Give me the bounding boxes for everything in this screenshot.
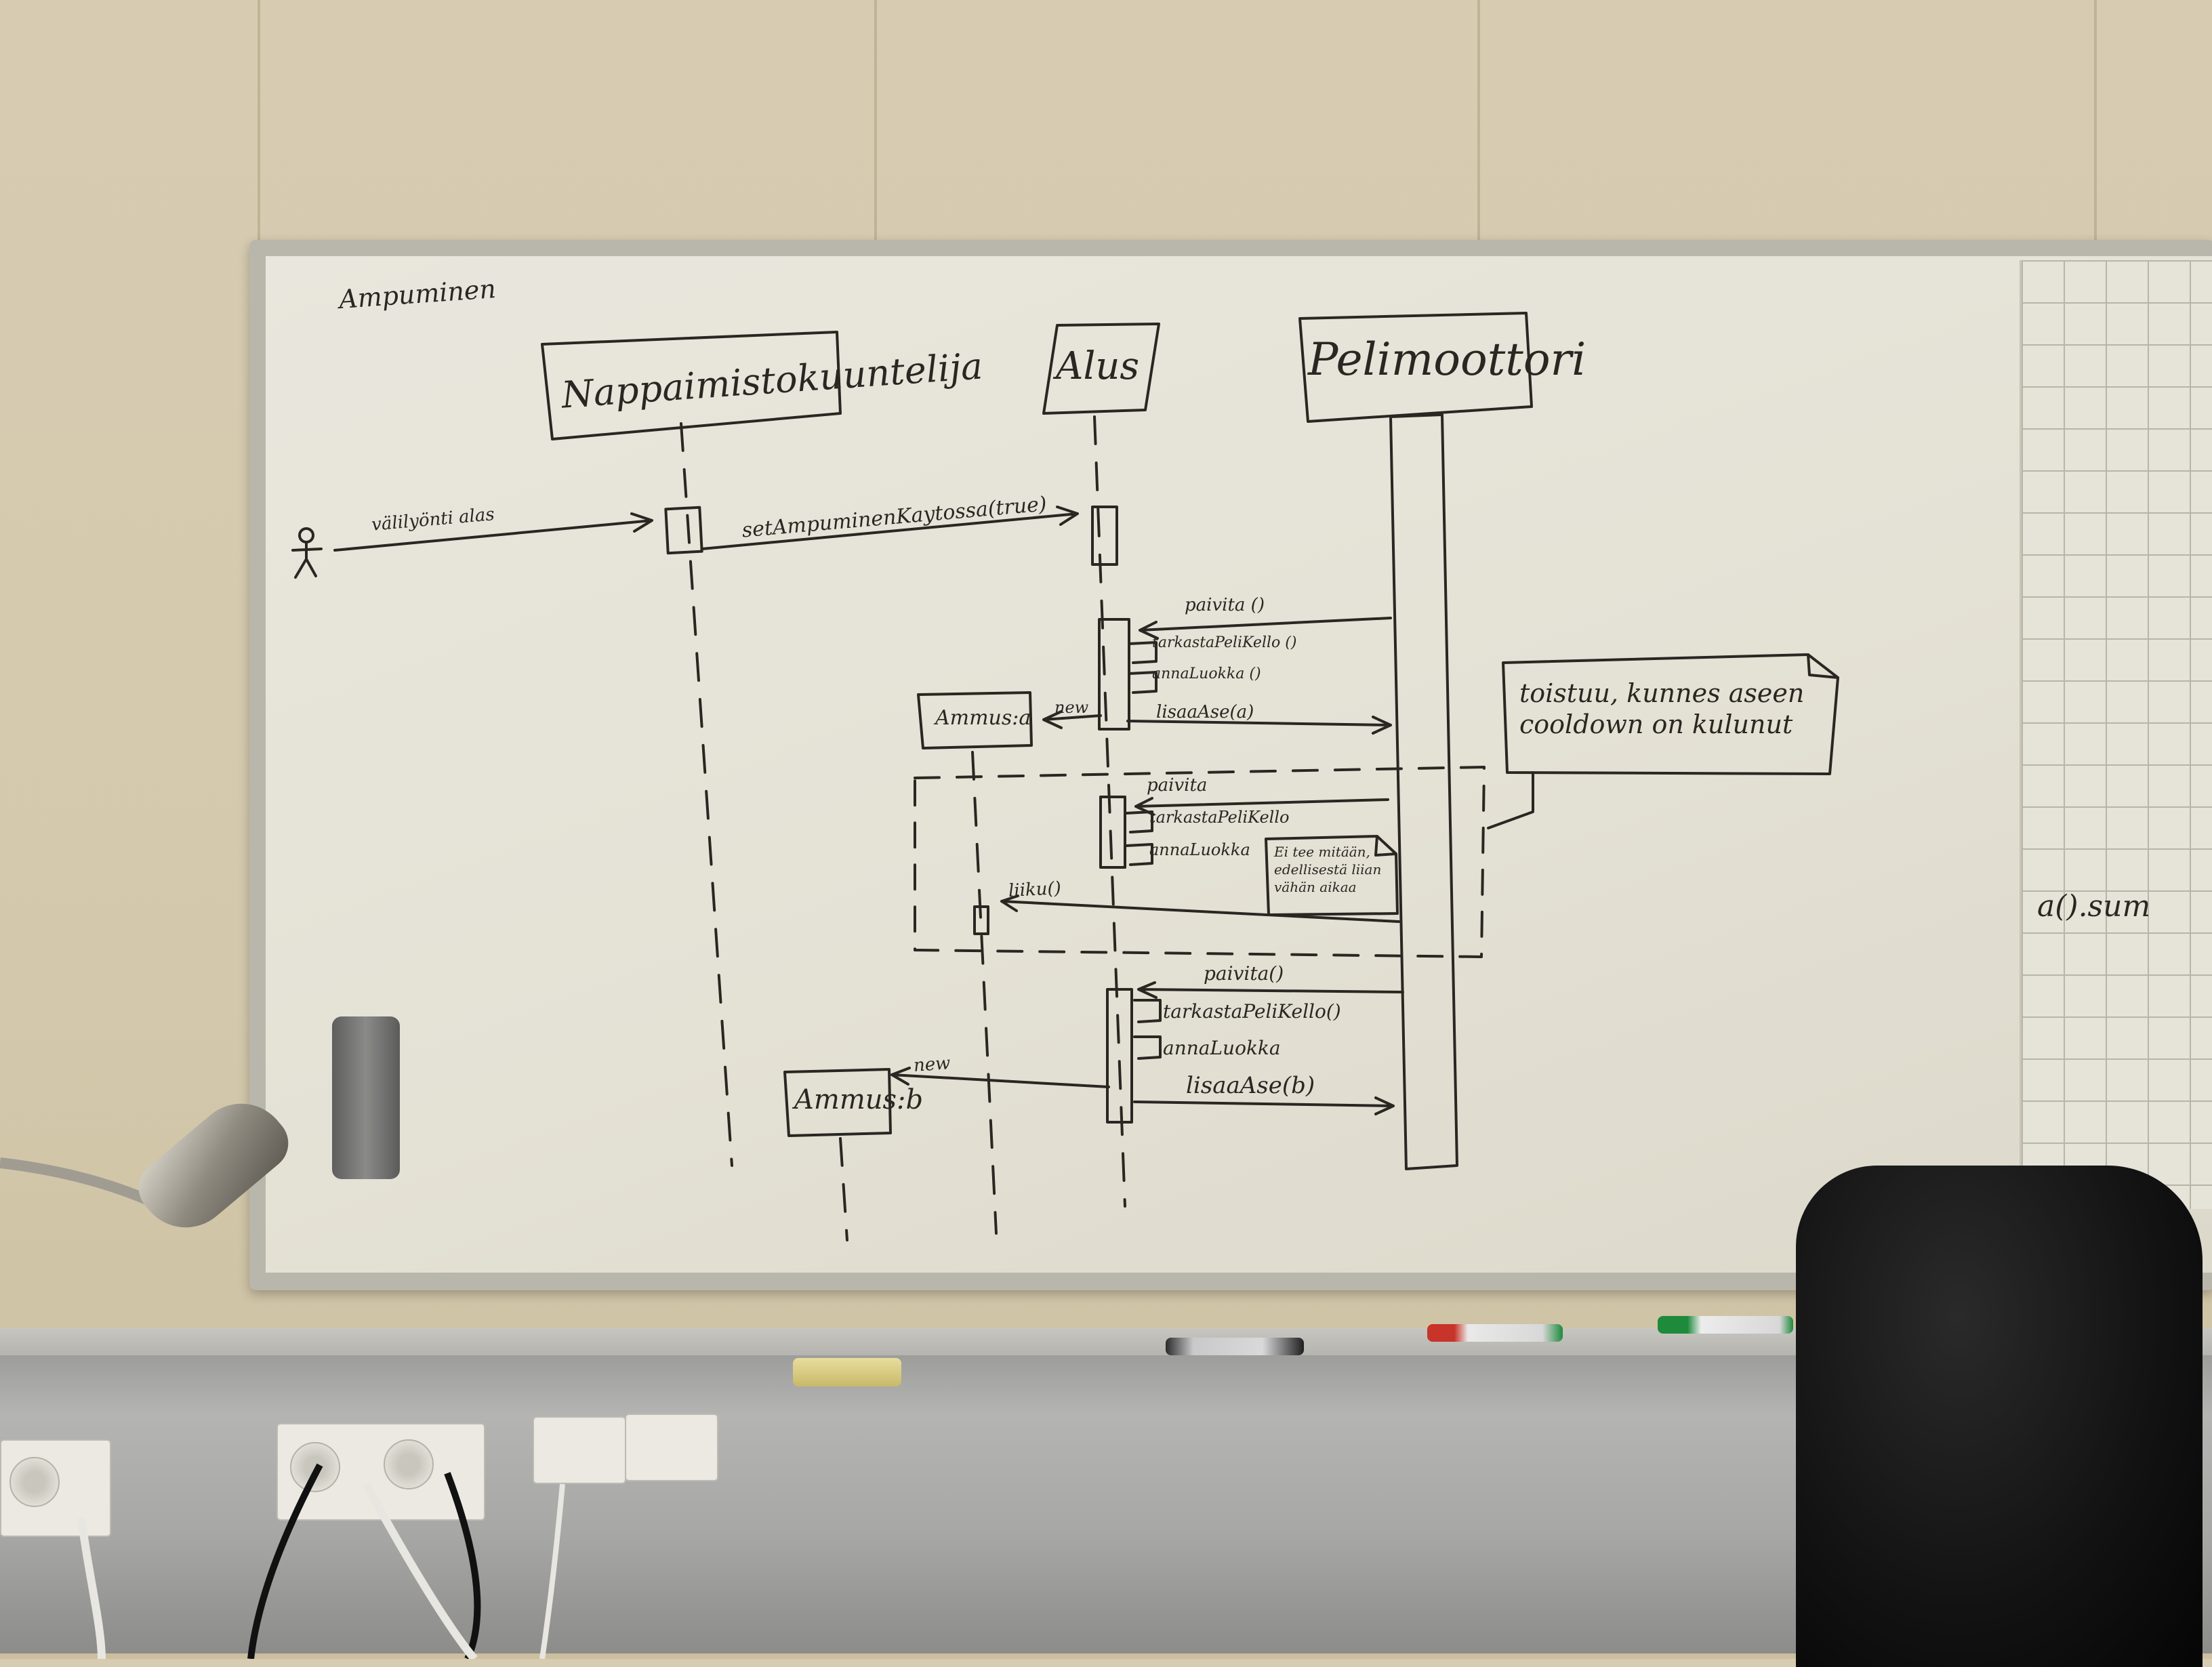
green-marker[interactable] (1658, 1316, 1793, 1334)
message-label: annaLuokka (1163, 1037, 1281, 1059)
grid-panel-text: a().sum (2037, 889, 2151, 924)
lifeline-ammus-a (971, 751, 998, 1235)
wall-seam (2094, 0, 2097, 244)
message-label: tarkastaPeliKello() (1163, 1000, 1341, 1023)
network-jack-icon[interactable] (533, 1416, 626, 1484)
message-label: annaLuokka () (1152, 665, 1261, 682)
lifeline-alus (1093, 415, 1126, 1208)
box-alus (1042, 323, 1160, 415)
message-label: annaLuokka (1149, 840, 1250, 859)
lifeline-ammus-b (839, 1137, 848, 1241)
network-jack-icon[interactable] (625, 1414, 718, 1481)
actor-stick-figure-icon (291, 527, 323, 579)
note-repeat (1502, 653, 1839, 775)
note-repeat-text: toistuu, kunnes aseen cooldown on kulunu… (1519, 678, 1805, 739)
lifeline-label-pelimoottori: Pelimoottori (1308, 333, 1586, 386)
lifeline-nappaimisto (680, 422, 733, 1167)
box-nappaimistokuuntelija (541, 331, 842, 440)
red-marker[interactable] (1427, 1324, 1563, 1342)
note-no-action-text: Ei tee mitään, edellisestä liian vähän a… (1274, 844, 1382, 895)
activation-ammus-a (973, 905, 989, 935)
message-label: tarkastaPeliKello (1149, 808, 1290, 827)
eraser-icon[interactable] (332, 1016, 400, 1179)
message-label: lisaaAse(b) (1186, 1072, 1315, 1099)
activation-alus-1 (1091, 506, 1118, 566)
pelimoottori-activation (1389, 413, 1458, 1170)
message-label: new (1054, 698, 1089, 717)
box-ammus-b (783, 1068, 892, 1137)
loop-frame (914, 766, 1486, 958)
wall-seam (258, 0, 260, 244)
lifeline-label-ammus-a: Ammus:a (935, 706, 1031, 730)
message-label: lisaaAse(a) (1156, 702, 1254, 722)
message-label: paivita (1147, 775, 1208, 796)
grid-whiteboard-panel (2020, 260, 2212, 1209)
box-pelimoottori (1298, 312, 1533, 423)
message-label: paivita() (1204, 962, 1284, 985)
power-socket (384, 1439, 434, 1489)
activation-nappaimisto (664, 506, 703, 555)
activation-alus-4 (1106, 988, 1133, 1124)
power-socket (9, 1457, 60, 1507)
message-label: paivita () (1185, 595, 1265, 615)
message-label: tarkastaPeliKello () (1152, 634, 1297, 651)
activation-alus-3 (1099, 796, 1126, 869)
tape-roll[interactable] (793, 1358, 901, 1386)
note-no-action (1265, 835, 1399, 916)
black-marker[interactable] (1166, 1338, 1304, 1355)
office-chair (1796, 1166, 2203, 1667)
lifeline-label-ammus-b: Ammus:b (794, 1084, 924, 1115)
wall-seam (874, 0, 877, 244)
lifeline-label-alus: Alus (1056, 344, 1140, 388)
wall-seam (1477, 0, 1480, 244)
box-ammus-a (917, 691, 1033, 749)
